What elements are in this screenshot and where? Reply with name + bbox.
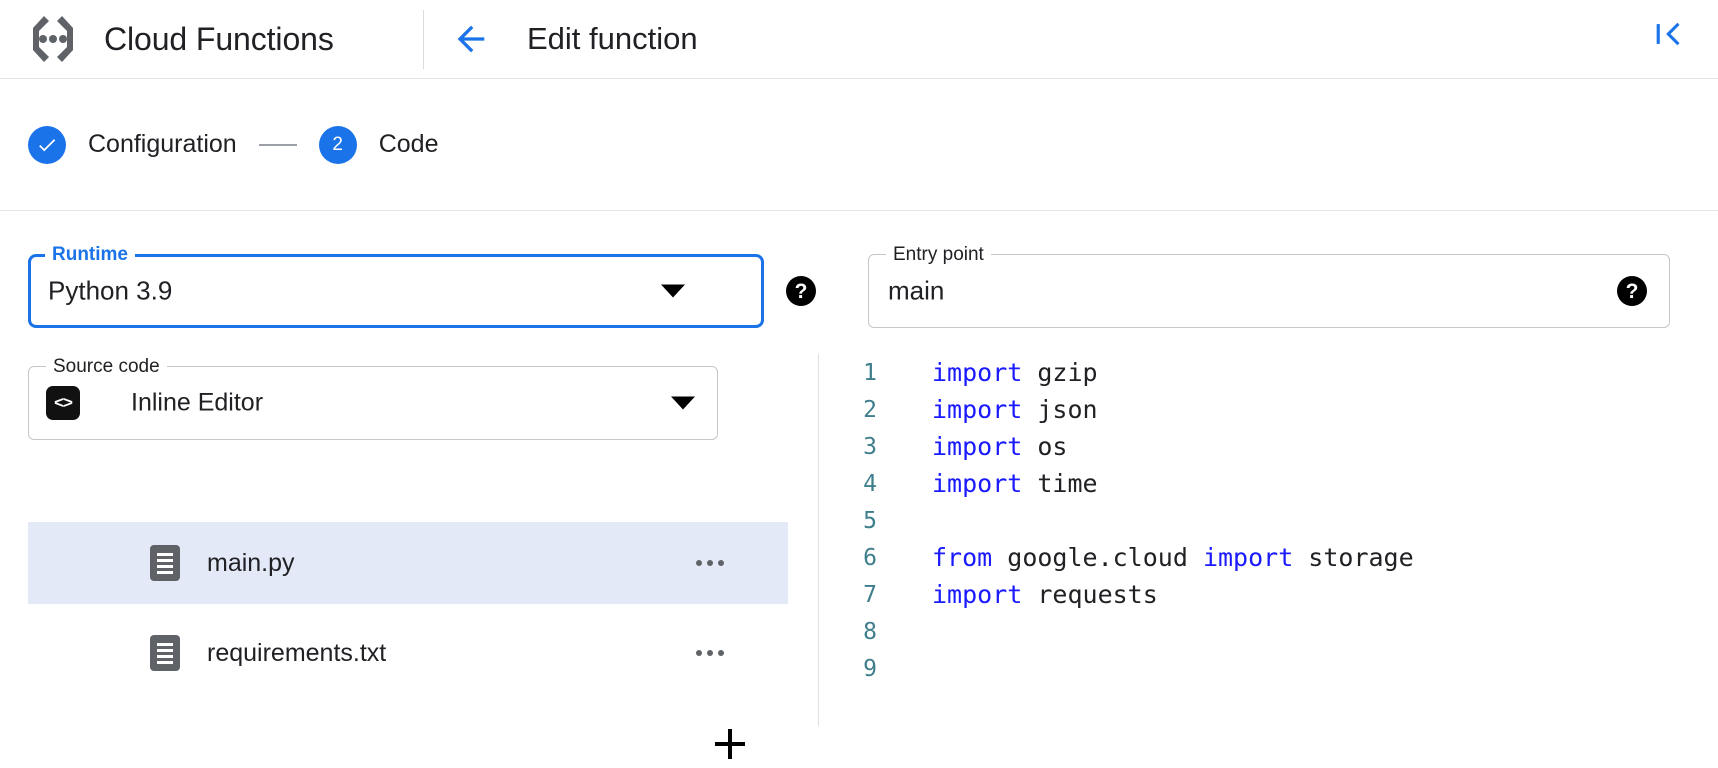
overflow-menu-icon[interactable]	[696, 650, 724, 656]
wizard-stepper: Configuration 2 Code	[0, 79, 1718, 211]
step-configuration-marker	[28, 125, 66, 164]
file-name: requirements.txt	[207, 638, 387, 667]
runtime-select[interactable]: Runtime Python 3.9 ?	[28, 243, 816, 328]
line-content: import gzip	[932, 358, 1098, 387]
code-brackets-icon: <>	[46, 386, 80, 420]
line-number: 5	[863, 507, 877, 534]
line-number: 3	[863, 433, 877, 460]
top-header-bar: Cloud Functions Edit function	[0, 0, 1718, 79]
main-content: Runtime Python 3.9 ? Entry point main ? …	[0, 212, 1718, 759]
step-code[interactable]: 2 Code	[318, 125, 439, 164]
line-number: 4	[863, 470, 877, 497]
code-line: 1 import gzip	[819, 354, 1718, 391]
cloud-functions-logo	[33, 16, 73, 62]
back-button[interactable]	[447, 15, 495, 63]
add-file-button[interactable]	[706, 720, 754, 768]
page-title: Edit function	[527, 21, 698, 56]
check-icon	[39, 138, 56, 151]
file-icon	[150, 545, 180, 581]
product-brand[interactable]: Cloud Functions	[24, 0, 334, 78]
source-code-label: Source code	[46, 355, 167, 379]
code-line: 4 import time	[819, 465, 1718, 502]
line-number: 7	[863, 581, 877, 608]
line-number: 8	[863, 618, 877, 645]
source-code-value: Inline Editor	[131, 388, 264, 417]
file-icon	[150, 635, 180, 671]
runtime-value: Python 3.9	[48, 275, 173, 306]
line-content: import json	[932, 395, 1098, 424]
code-line: 6 from google.cloud import storage	[819, 539, 1718, 576]
stepper-connector	[258, 143, 297, 146]
step-code-label: Code	[378, 130, 439, 158]
entry-point-input[interactable]: Entry point main ?	[868, 243, 1670, 328]
line-number: 6	[863, 544, 877, 571]
code-line: 2 import json	[819, 391, 1718, 428]
entry-point-label: Entry point	[886, 243, 991, 267]
source-code-select[interactable]: Source code <> Inline Editor	[28, 355, 718, 440]
file-list-item-main-py[interactable]: main.py	[28, 522, 788, 604]
panel-divider	[818, 354, 819, 726]
code-editor[interactable]: 1 import gzip 2 import json 3 import os 4 im…	[819, 354, 1718, 726]
line-content: import os	[932, 432, 1068, 461]
code-line: 7 import requests	[819, 576, 1718, 613]
collapse-panel-icon	[1656, 22, 1680, 46]
header-divider	[423, 10, 424, 69]
code-line: 9	[819, 650, 1718, 687]
overflow-menu-icon[interactable]	[696, 560, 724, 566]
line-content: from google.cloud import storage	[932, 543, 1414, 572]
code-line: 8	[819, 613, 1718, 650]
file-name: main.py	[207, 548, 295, 577]
product-title: Cloud Functions	[104, 21, 334, 57]
line-number: 1	[863, 359, 877, 386]
arrow-left-icon	[457, 25, 485, 53]
step-configuration-label: Configuration	[88, 130, 237, 158]
line-number: 2	[863, 396, 877, 423]
line-content: import requests	[932, 580, 1158, 609]
chevron-down-icon[interactable]	[661, 284, 685, 298]
plus-icon-vertical	[728, 729, 732, 759]
line-content: import time	[932, 469, 1098, 498]
collapse-panel-button[interactable]	[1646, 12, 1690, 56]
code-line: 3 import os	[819, 428, 1718, 465]
entry-point-help-icon[interactable]: ?	[1617, 276, 1647, 306]
code-line: 5	[819, 502, 1718, 539]
file-list-item-requirements-txt[interactable]: requirements.txt	[28, 612, 788, 694]
step-configuration[interactable]: Configuration	[28, 125, 237, 164]
entry-point-value: main	[888, 275, 945, 306]
line-number: 9	[863, 655, 877, 682]
step-code-marker: 2	[318, 125, 357, 164]
runtime-label: Runtime	[45, 243, 135, 267]
chevron-down-icon[interactable]	[671, 396, 695, 410]
runtime-help-icon[interactable]: ?	[786, 276, 816, 306]
